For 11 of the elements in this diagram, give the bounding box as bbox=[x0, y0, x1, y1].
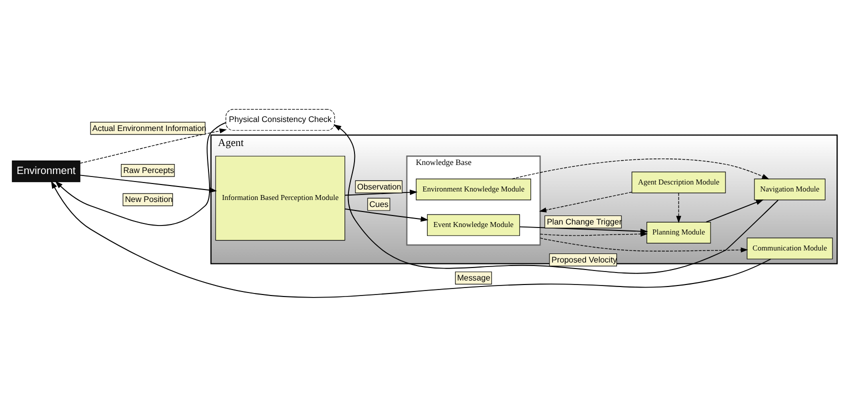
arrow bbox=[539, 191, 632, 212]
arrow bbox=[344, 208, 428, 222]
arrow bbox=[344, 189, 418, 196]
arrow bbox=[676, 192, 682, 223]
arrow bbox=[333, 124, 779, 274]
arrow bbox=[540, 230, 648, 236]
arrow bbox=[80, 128, 227, 164]
arrow bbox=[512, 158, 770, 179]
node-box: Environment bbox=[12, 160, 80, 182]
arrow bbox=[540, 237, 748, 252]
arrow bbox=[706, 198, 764, 222]
